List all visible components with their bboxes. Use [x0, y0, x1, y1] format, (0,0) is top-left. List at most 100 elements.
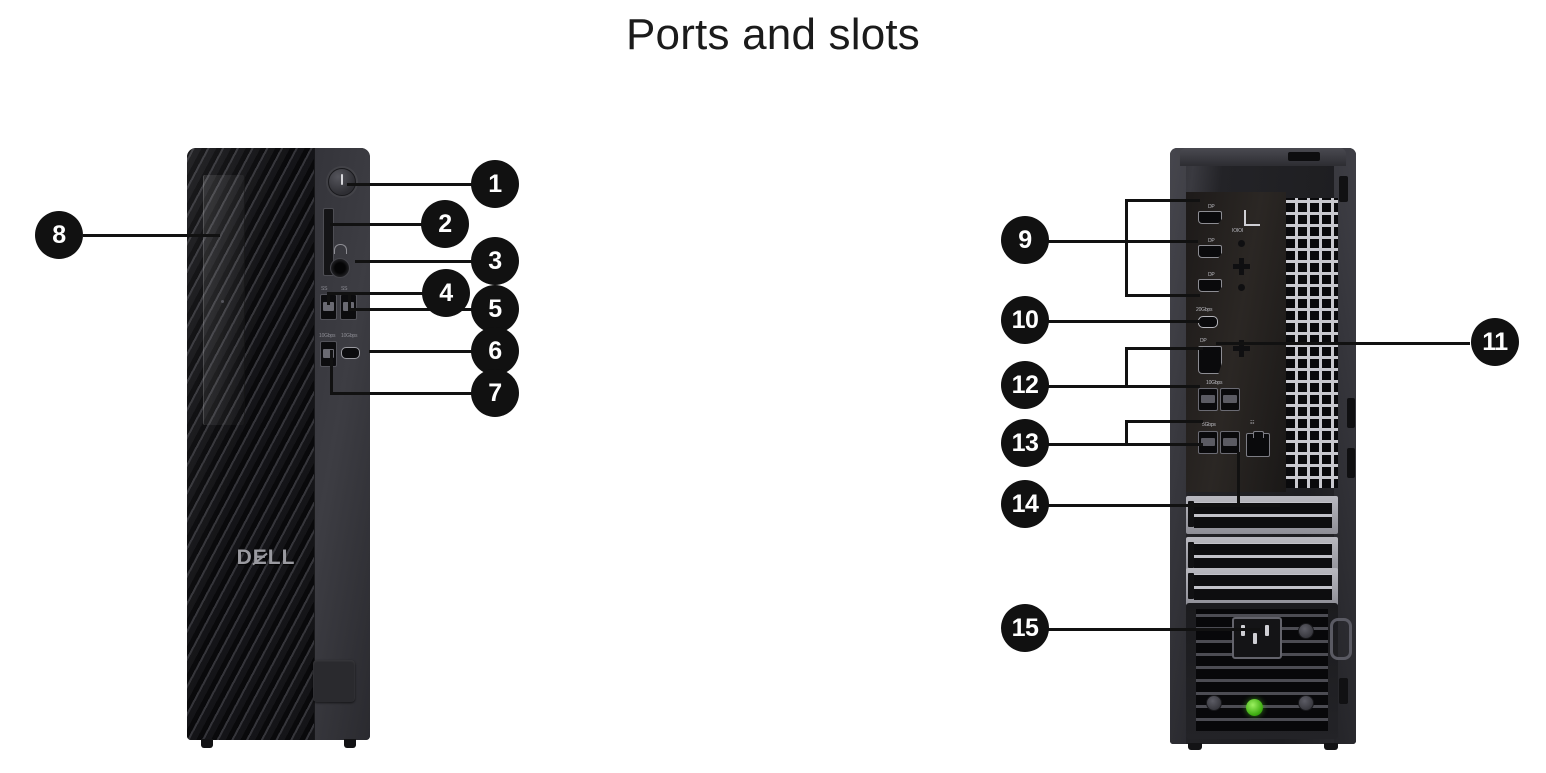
dell-logo: DELL [230, 546, 302, 570]
alignment-bracket-mark [1244, 210, 1260, 226]
power-pin-center [1253, 633, 1257, 644]
expansion-card-slot-3 [1186, 568, 1338, 606]
serial-port-label: IOIOI [1232, 228, 1243, 234]
rear-left-rail [1170, 148, 1186, 744]
leader-line-14b [1237, 452, 1240, 506]
leader-line-5b [348, 295, 351, 310]
leader-line-9a [1048, 240, 1198, 243]
displayport-1 [1198, 211, 1222, 224]
psu-screw-upper [1298, 623, 1314, 639]
front-badge-plate [313, 660, 355, 702]
usb-label-lower-left: 10Gbps [319, 333, 336, 339]
padlock-slot-bottom [1339, 678, 1348, 704]
displayport-3 [1198, 279, 1222, 292]
usb-group-label-lower: 5Gbps [1202, 422, 1216, 428]
callout-1[interactable]: 1 [471, 160, 519, 208]
rear-top-slot [1288, 152, 1320, 161]
rear-foot-left [1188, 743, 1202, 750]
dell-logo-text: D [236, 546, 253, 569]
leader-line-11 [1216, 342, 1470, 345]
front-bezel-panel [203, 175, 245, 425]
usb-label-upper-right: SS [341, 286, 348, 292]
chassis-latch-handle[interactable] [1330, 618, 1352, 660]
expansion-tab-3 [1188, 573, 1194, 599]
front-view-illustration: SS SS 10Gbps 10Gbps DELL [187, 148, 370, 748]
leader-line-9d [1125, 294, 1200, 297]
power-connector-port [1232, 617, 1282, 659]
callout-11[interactable]: 11 [1471, 318, 1519, 366]
usb-c-label-20gbps: 20Gbps [1196, 307, 1213, 313]
leader-line-14a [1048, 504, 1280, 507]
dp-label-1: DP [1208, 204, 1215, 210]
callout-5[interactable]: 5 [471, 285, 519, 333]
page-title: Ports and slots [625, 10, 921, 59]
psu-screw-lower-left [1206, 695, 1222, 711]
rear-usb-a-3 [1198, 431, 1218, 454]
rear-chassis-body: IOIOI DP DP DP 20Gbps DP 10Gbps [1170, 148, 1356, 744]
usb-c-port [341, 347, 360, 359]
expansion-perf-3 [1194, 574, 1332, 600]
leader-line-15 [1048, 628, 1260, 631]
sd-card-slot [323, 208, 334, 276]
callout-15[interactable]: 15 [1001, 604, 1049, 652]
leader-line-12c [1125, 347, 1203, 350]
callout-8[interactable]: 8 [35, 211, 83, 259]
rear-usb-a-4 [1220, 431, 1240, 454]
leader-line-1 [347, 183, 473, 186]
network-icon: ☷ [1250, 420, 1255, 426]
leader-line-12a [1048, 385, 1200, 388]
headset-icon [334, 244, 347, 254]
leader-line-13c [1125, 420, 1203, 423]
leader-line-9c [1125, 199, 1200, 202]
dp-label-lower: DP [1200, 338, 1207, 344]
callout-4[interactable]: 4 [422, 269, 470, 317]
usb-label-upper-left: SS [321, 286, 328, 292]
leader-line-9b [1125, 199, 1128, 297]
rear-view-illustration: IOIOI DP DP DP 20Gbps DP 10Gbps [1170, 148, 1356, 750]
io-shield-cross-lower [1233, 340, 1250, 357]
rear-right-rail [1334, 148, 1356, 744]
side-tab-upper [1347, 398, 1355, 428]
usb-group-label-upper: 10Gbps [1206, 380, 1223, 386]
psu-diagnostic-led [1246, 699, 1263, 716]
headset-jack [330, 258, 350, 278]
front-bezel-dot [221, 300, 224, 303]
leader-line-7b [330, 350, 333, 394]
rear-usb-a-2 [1220, 388, 1240, 411]
displayport-2 [1198, 245, 1222, 258]
dell-logo-slashed-e: E [252, 546, 268, 569]
leader-line-8 [83, 234, 220, 237]
rear-usb-a-1 [1198, 388, 1218, 411]
expansion-tab-2 [1188, 542, 1194, 568]
dp-label-2: DP [1208, 238, 1215, 244]
expansion-card-slot-1 [1186, 496, 1338, 534]
power-button-icon[interactable] [328, 168, 356, 196]
callout-12[interactable]: 12 [1001, 361, 1049, 409]
leader-line-5a [348, 308, 473, 311]
front-foot-left [201, 739, 213, 748]
leader-line-7a [330, 392, 473, 395]
side-tab-lower [1347, 448, 1355, 478]
psu-screw-lower-right [1298, 695, 1314, 711]
io-shield-dot-upper [1238, 240, 1245, 247]
power-pin-right [1265, 625, 1269, 636]
callout-2[interactable]: 2 [421, 200, 469, 248]
rear-foot-right [1324, 743, 1338, 750]
callout-3[interactable]: 3 [471, 237, 519, 285]
power-supply-unit [1186, 603, 1338, 739]
callout-6[interactable]: 6 [471, 327, 519, 375]
callout-14[interactable]: 14 [1001, 480, 1049, 528]
callout-10[interactable]: 10 [1001, 296, 1049, 344]
callout-9[interactable]: 9 [1001, 216, 1049, 264]
io-shield-cross-upper [1233, 258, 1250, 275]
callout-7[interactable]: 7 [471, 369, 519, 417]
usb-label-lower-right: 10Gbps [341, 333, 358, 339]
displayport-lower [1198, 346, 1222, 374]
usb-c-20gbps-port [1198, 316, 1218, 328]
leader-line-3 [355, 260, 473, 263]
leader-line-4b [327, 292, 330, 305]
callout-13[interactable]: 13 [1001, 419, 1049, 467]
padlock-slot-top [1339, 176, 1348, 202]
dp-label-3: DP [1208, 272, 1215, 278]
front-grille-texture [187, 148, 314, 740]
